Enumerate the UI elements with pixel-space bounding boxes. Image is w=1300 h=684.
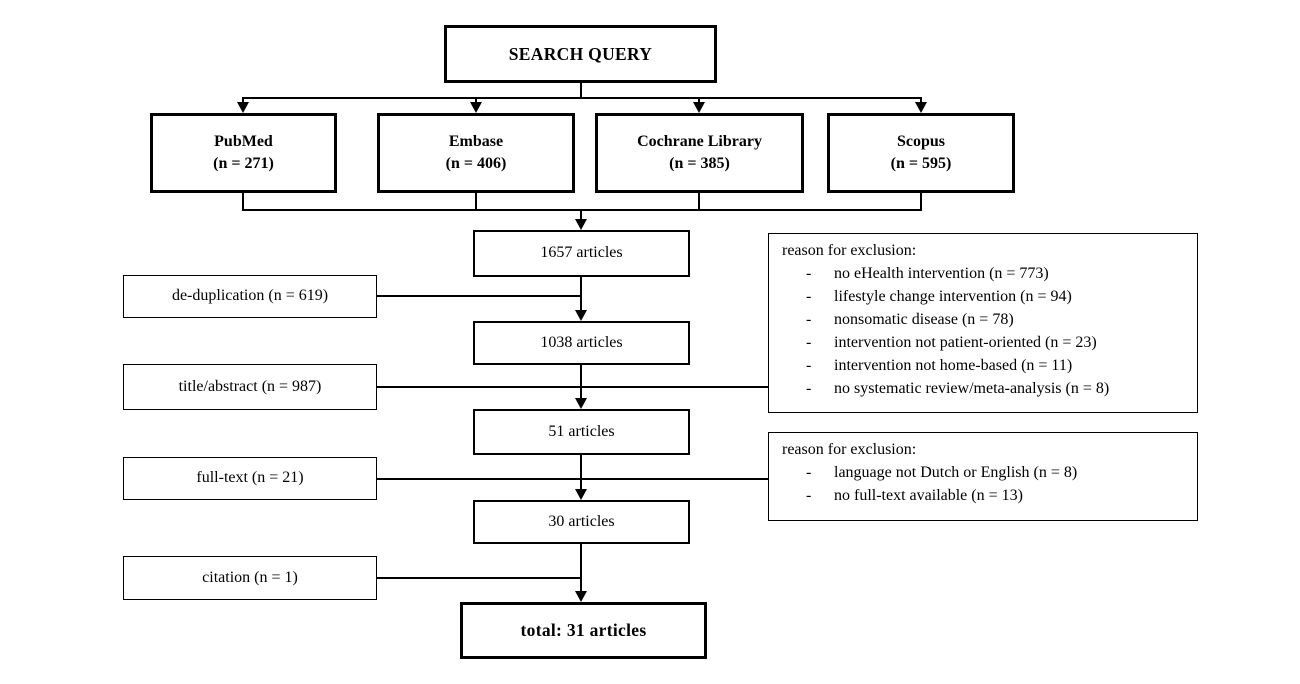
flow-box-label: 1657 articles bbox=[540, 244, 623, 262]
exclusion-item-text: nonsomatic disease (n = 78) bbox=[834, 311, 1014, 328]
connector-search-down bbox=[580, 82, 582, 98]
connector-merge-scopus bbox=[920, 192, 922, 211]
database-name: Cochrane Library bbox=[637, 132, 762, 150]
exclusion-item-text: intervention not patient-oriented (n = 2… bbox=[834, 334, 1097, 351]
total-box: total: 31 articles bbox=[460, 602, 707, 659]
exclusion-box-2: reason for exclusion: - language not Dut… bbox=[768, 432, 1198, 521]
dash-bullet: - bbox=[806, 487, 812, 504]
arrow-down-51 bbox=[575, 398, 587, 409]
flow-box-label: 1038 articles bbox=[540, 333, 623, 351]
filter-box-label: title/abstract (n = 987) bbox=[178, 377, 322, 395]
database-count: (n = 406) bbox=[445, 155, 507, 172]
arrow-down-1038 bbox=[575, 310, 587, 321]
exclusion-item: - intervention not patient-oriented (n =… bbox=[782, 331, 1187, 354]
search-query-box: SEARCH QUERY bbox=[444, 25, 717, 83]
database-count: (n = 595) bbox=[890, 155, 952, 172]
total-box-label: total: 31 articles bbox=[520, 620, 647, 641]
connector-citation bbox=[377, 577, 581, 579]
connector-stub-pubmed bbox=[242, 97, 244, 104]
database-name: PubMed bbox=[214, 132, 273, 150]
connector-merge-cochrane bbox=[698, 192, 700, 211]
flow-box-30-articles: 30 articles bbox=[473, 500, 690, 544]
exclusion-item-text: language not Dutch or English (n = 8) bbox=[834, 464, 1078, 481]
dash-bullet: - bbox=[806, 334, 812, 351]
arrow-down-1657 bbox=[575, 219, 587, 230]
filter-box-title-abstract: title/abstract (n = 987) bbox=[123, 364, 377, 410]
flow-box-51-articles: 51 articles bbox=[473, 409, 690, 455]
flow-box-1038-articles: 1038 articles bbox=[473, 321, 690, 365]
filter-box-citation: citation (n = 1) bbox=[123, 556, 377, 600]
dash-bullet: - bbox=[806, 380, 812, 397]
flow-box-label: 51 articles bbox=[548, 422, 615, 440]
database-count: (n = 271) bbox=[213, 155, 274, 172]
exclusion-item-text: no eHealth intervention (n = 773) bbox=[834, 265, 1049, 282]
arrow-down-total bbox=[575, 591, 587, 602]
arrow-down-cochrane bbox=[693, 102, 705, 113]
arrow-down-30 bbox=[575, 489, 587, 500]
database-name: Scopus bbox=[896, 132, 946, 150]
dash-bullet: - bbox=[806, 265, 812, 282]
connector-merge-pubmed bbox=[242, 192, 244, 211]
exclusion-heading: reason for exclusion: bbox=[782, 242, 917, 259]
dash-bullet: - bbox=[806, 464, 812, 481]
filter-box-de-duplication: de-duplication (n = 619) bbox=[123, 275, 377, 318]
arrow-down-pubmed bbox=[237, 102, 249, 113]
filter-box-full-text: full-text (n = 21) bbox=[123, 457, 377, 500]
filter-box-label: de-duplication (n = 619) bbox=[171, 287, 329, 305]
exclusion-item: - lifestyle change intervention (n = 94) bbox=[782, 285, 1187, 308]
exclusion-item-text: no full-text available (n = 13) bbox=[834, 487, 1023, 504]
arrow-down-embase bbox=[470, 102, 482, 113]
connector-1038-51 bbox=[580, 365, 582, 402]
exclusion-item-text: lifestyle change intervention (n = 94) bbox=[834, 288, 1072, 305]
connector-full-text bbox=[377, 478, 768, 480]
dash-bullet: - bbox=[806, 357, 812, 374]
flow-box-1657-articles: 1657 articles bbox=[473, 230, 690, 277]
connector-stub-scopus bbox=[920, 97, 922, 104]
exclusion-item: - nonsomatic disease (n = 78) bbox=[782, 308, 1187, 331]
connector-stub-cochrane bbox=[698, 97, 700, 104]
dash-bullet: - bbox=[806, 311, 812, 328]
exclusion-heading: reason for exclusion: bbox=[782, 441, 917, 458]
connector-1657-1038 bbox=[580, 277, 582, 313]
connector-30-total bbox=[580, 544, 582, 594]
exclusion-item: - no eHealth intervention (n = 773) bbox=[782, 262, 1187, 285]
database-box-pubmed: PubMed (n = 271) bbox=[150, 113, 337, 193]
database-name: Embase bbox=[448, 132, 504, 150]
exclusion-item: - no systematic review/meta-analysis (n … bbox=[782, 377, 1187, 400]
connector-merge-embase bbox=[475, 192, 477, 211]
connector-de-duplication bbox=[377, 295, 581, 297]
exclusion-item: - intervention not home-based (n = 11) bbox=[782, 354, 1187, 377]
database-box-cochrane-library: Cochrane Library (n = 385) bbox=[595, 113, 804, 193]
database-count: (n = 385) bbox=[669, 155, 730, 172]
filter-box-label: full-text (n = 21) bbox=[196, 469, 304, 487]
arrow-down-scopus bbox=[915, 102, 927, 113]
exclusion-item: - language not Dutch or English (n = 8) bbox=[782, 461, 1187, 484]
search-query-label: SEARCH QUERY bbox=[508, 43, 653, 64]
database-box-embase: Embase (n = 406) bbox=[377, 113, 575, 193]
exclusion-item-text: no systematic review/meta-analysis (n = … bbox=[834, 380, 1110, 397]
connector-title-abstract bbox=[377, 386, 768, 388]
database-box-scopus: Scopus (n = 595) bbox=[827, 113, 1015, 193]
connector-to-1657 bbox=[580, 209, 582, 221]
connector-distributor-line bbox=[242, 97, 922, 99]
connector-merge-line bbox=[242, 209, 922, 211]
exclusion-box-1: reason for exclusion: - no eHealth inter… bbox=[768, 233, 1198, 413]
connector-51-30 bbox=[580, 455, 582, 493]
exclusion-item-text: intervention not home-based (n = 11) bbox=[834, 357, 1073, 374]
flow-box-label: 30 articles bbox=[548, 512, 615, 530]
dash-bullet: - bbox=[806, 288, 812, 305]
filter-box-label: citation (n = 1) bbox=[202, 568, 298, 586]
connector-stub-embase bbox=[475, 97, 477, 104]
exclusion-item: - no full-text available (n = 13) bbox=[782, 484, 1187, 507]
